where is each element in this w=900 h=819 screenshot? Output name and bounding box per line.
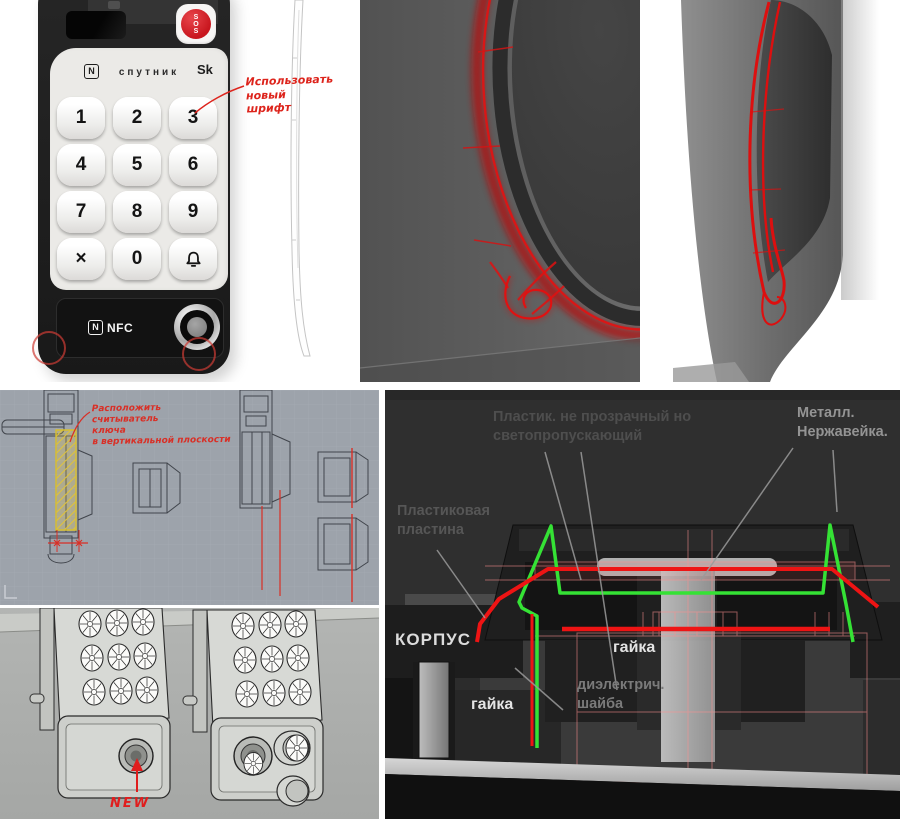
red-markup-circle — [182, 337, 216, 371]
lens-part-lower — [243, 752, 310, 807]
nfc-label: NFC — [107, 320, 134, 335]
panel-cross-section: Пластик. не прозрачный но светопропускаю… — [385, 390, 900, 819]
key-4: 4 — [57, 144, 105, 186]
label-metal: Металл. Нержавейка. — [797, 405, 888, 440]
label-plastic-plate: Пластиковая пластина — [397, 503, 490, 538]
red-section-ticks — [462, 46, 514, 247]
panel-bezel-render-side — [673, 0, 900, 382]
handwritten-note-font: Использовать новый шрифт — [245, 72, 334, 116]
key-3: 3 — [169, 97, 217, 139]
red-bottom-hook — [489, 261, 565, 320]
red-outline-curve — [475, 567, 880, 746]
label-body: КОРПУС — [395, 630, 472, 649]
handwritten-note-new: NEW — [110, 796, 151, 811]
label-washer: диэлектрич. шайба — [577, 677, 665, 712]
bezel-side-render — [673, 0, 879, 382]
bezel-profile-shape — [756, 0, 832, 282]
red-arrow-new — [131, 758, 143, 792]
panel-bezel-render-front — [360, 0, 640, 382]
key-5: 5 — [113, 144, 161, 186]
key-6: 6 — [169, 144, 217, 186]
panel-cad-wireframe: Расположить считыватель ключа в вертикал… — [0, 390, 379, 605]
sos-label: SOS — [192, 13, 200, 35]
handwritten-note-reader: Расположить считыватель ключа в вертикал… — [91, 403, 231, 448]
camera-lens-core — [187, 317, 207, 337]
skolkovo-logo: Sk — [197, 62, 213, 77]
wireframe-right-assembly — [239, 390, 369, 571]
red-profile-outline — [748, 1, 787, 326]
bezel-front-render — [360, 0, 640, 382]
nfc-row: N NFC — [88, 320, 133, 335]
side-profile-sketch — [290, 0, 311, 357]
camera-pinhole-icon — [108, 1, 120, 9]
device-render-left — [29, 608, 171, 799]
label-plastic: Пластик. не прозрачный но светопропускаю… — [493, 409, 692, 444]
red-leader-line — [194, 85, 245, 114]
wireframe-middle-part — [132, 462, 181, 514]
key-cancel: × — [57, 238, 105, 280]
red-markup-circle — [32, 331, 66, 365]
key-9: 9 — [169, 191, 217, 233]
key-8: 8 — [113, 191, 161, 233]
panel-front-view: SOS N спутник Sk 1 2 3 4 5 6 7 8 9 × 0 — [0, 0, 356, 382]
red-markup-lines — [48, 411, 353, 602]
cad-drawing — [0, 390, 379, 605]
axis-indicator-icon — [4, 585, 17, 599]
key-2: 2 — [113, 97, 161, 139]
key-bell — [169, 238, 217, 280]
panel-3d-render: NEW — [0, 608, 379, 819]
lens-part-upper — [273, 730, 311, 766]
red-highlight-glow — [471, 0, 640, 341]
bell-icon — [185, 251, 201, 267]
bottom-plate-strip — [385, 758, 900, 791]
section-drawing — [385, 390, 900, 819]
green-outline-curve — [517, 523, 855, 748]
yellow-highlight-region — [55, 429, 77, 531]
sos-button: SOS — [181, 9, 211, 39]
nfc-mark-icon: N — [88, 320, 103, 335]
front-markup-overlay — [194, 0, 311, 357]
label-nut-center: гайка — [613, 639, 656, 656]
brand-logo: спутник — [118, 67, 180, 78]
nfc-mark-icon: N — [84, 64, 99, 79]
key-0: 0 — [113, 238, 161, 280]
keypad-keys: 1 2 3 4 5 6 7 8 9 × 0 — [57, 97, 217, 280]
red-outline-curve — [481, 0, 640, 331]
key-1: 1 — [57, 97, 105, 139]
render-drawing — [0, 608, 379, 807]
fingerprint-camera-window — [66, 11, 126, 39]
label-leader-lines — [436, 447, 838, 711]
key-7: 7 — [57, 191, 105, 233]
label-nut-left: гайка — [471, 696, 514, 713]
